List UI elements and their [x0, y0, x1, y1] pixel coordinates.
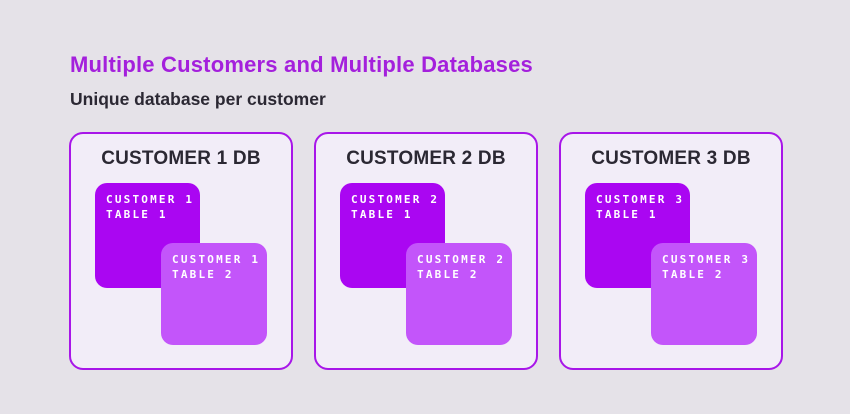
database-card-customer-3: CUSTOMER 3 DB CUSTOMER 3 TABLE 1 CUSTOME…: [559, 132, 783, 370]
database-card-customer-2: CUSTOMER 2 DB CUSTOMER 2 TABLE 1 CUSTOME…: [314, 132, 538, 370]
table-node-customer-1-table-2: CUSTOMER 1 TABLE 2: [161, 243, 267, 345]
table-owner-label: CUSTOMER 2: [417, 253, 506, 266]
table-name-label: TABLE 1: [106, 208, 168, 221]
table-node-customer-3-table-2: CUSTOMER 3 TABLE 2: [651, 243, 757, 345]
table-name-label: TABLE 1: [596, 208, 658, 221]
table-name-label: TABLE 2: [662, 268, 724, 281]
table-owner-label: CUSTOMER 2: [351, 193, 440, 206]
page-title: Multiple Customers and Multiple Database…: [70, 52, 533, 77]
table-owner-label: CUSTOMER 3: [596, 193, 685, 206]
table-owner-label: CUSTOMER 3: [662, 253, 751, 266]
table-name-label: TABLE 2: [417, 268, 479, 281]
database-card-heading: CUSTOMER 2 DB: [346, 148, 506, 169]
table-name-label: TABLE 2: [172, 268, 234, 281]
table-owner-label: CUSTOMER 1: [106, 193, 195, 206]
table-owner-label: CUSTOMER 1: [172, 253, 261, 266]
database-card-customer-1: CUSTOMER 1 DB CUSTOMER 1 TABLE 1 CUSTOME…: [69, 132, 293, 370]
page-subtitle: Unique database per customer: [70, 89, 326, 109]
table-node-customer-2-table-2: CUSTOMER 2 TABLE 2: [406, 243, 512, 345]
table-node-customer-1-table-1: CUSTOMER 1 TABLE 1: [95, 183, 200, 288]
database-card-heading: CUSTOMER 1 DB: [101, 148, 261, 169]
table-name-label: TABLE 1: [351, 208, 413, 221]
database-card-heading: CUSTOMER 3 DB: [591, 148, 751, 169]
